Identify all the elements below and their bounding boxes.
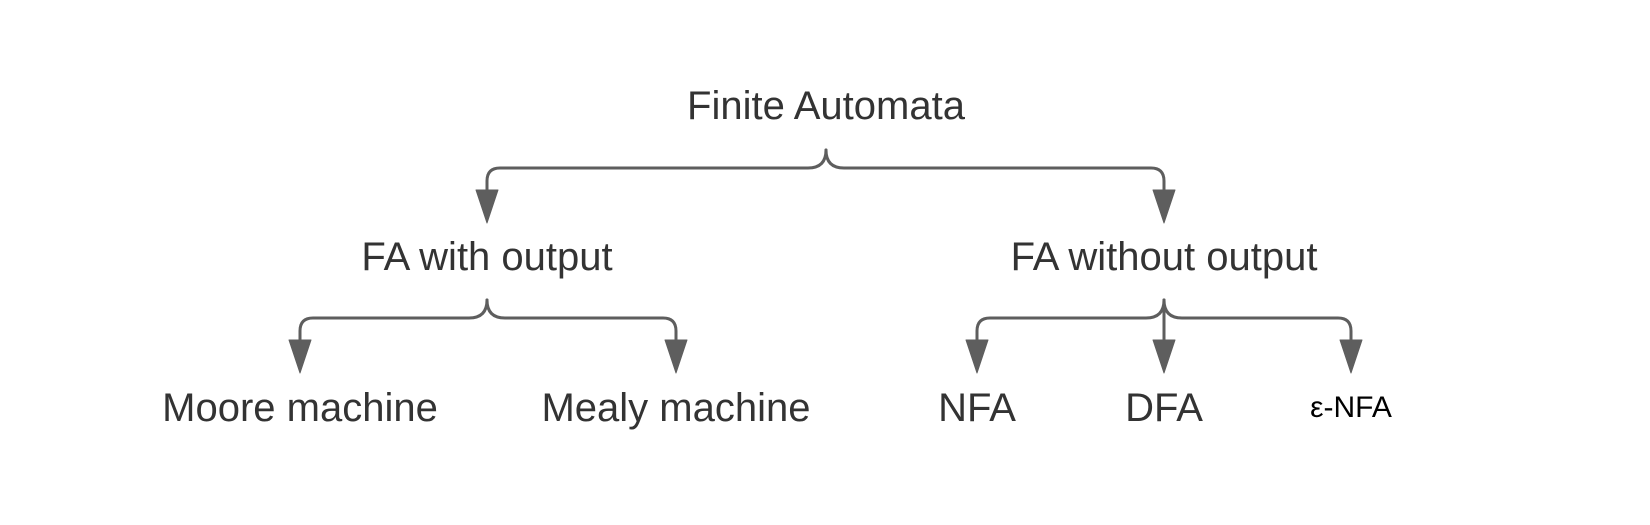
node-finite-automata: Finite Automata (687, 84, 966, 128)
connector-with-output (288, 298, 688, 374)
node-fa-with-output: FA with output (361, 235, 612, 279)
node-dfa: DFA (1125, 386, 1203, 430)
arrowhead-enfa (1339, 339, 1363, 374)
arrowhead-dfa (1152, 339, 1176, 374)
edge-with-output-to-moore (298, 298, 489, 344)
node-mealy-machine: Mealy machine (541, 386, 810, 430)
arrowhead-nfa (965, 339, 989, 374)
arrowhead-with-output (475, 189, 499, 224)
arrowhead-mealy (664, 339, 688, 374)
connector-without-output (965, 298, 1363, 374)
node-fa-without-output: FA without output (1011, 235, 1318, 279)
node-epsilon-nfa: ε-NFA (1310, 391, 1392, 424)
connector-root (475, 148, 1176, 224)
edge-with-output-to-mealy (485, 298, 678, 344)
node-moore-machine: Moore machine (162, 386, 438, 430)
arrowhead-moore (288, 339, 312, 374)
edge-root-to-without-output (824, 148, 1166, 194)
arrowhead-without-output (1152, 189, 1176, 224)
edge-root-to-with-output (485, 148, 828, 194)
edge-without-output-to-enfa (1162, 298, 1353, 344)
edge-without-output-to-nfa (975, 298, 1166, 344)
node-nfa: NFA (938, 386, 1016, 430)
